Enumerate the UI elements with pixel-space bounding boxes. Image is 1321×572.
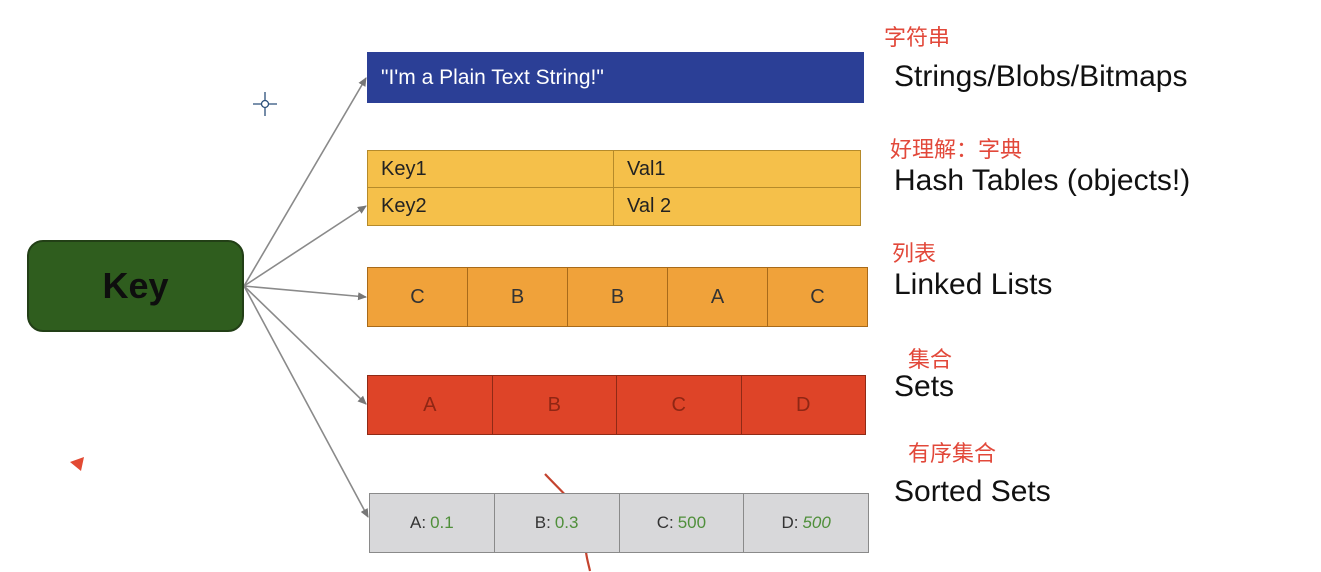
- hash-table: Key1 Val1 Key2 Val 2: [367, 150, 861, 226]
- red-pointer-icon: [70, 457, 84, 471]
- zset-score: 500: [677, 513, 707, 532]
- key-node: Key: [27, 240, 244, 332]
- string-value: "I'm a Plain Text String!": [381, 65, 604, 89]
- list-item: B: [568, 268, 668, 326]
- string-value-box: "I'm a Plain Text String!": [367, 52, 864, 103]
- zset-member: D:: [781, 513, 799, 532]
- list-item: C: [368, 268, 468, 326]
- arrow-to-hash: [243, 205, 367, 287]
- key-label: Key: [102, 265, 169, 306]
- zset-item: A: 0.1: [370, 494, 495, 552]
- list-item: B: [468, 268, 568, 326]
- set-item: D: [796, 393, 811, 416]
- linked-list: C B B A C: [367, 267, 868, 327]
- set-item: B: [493, 376, 617, 434]
- hash-value-cell: Val 2: [627, 195, 672, 217]
- arrow-to-zset: [243, 285, 369, 518]
- hash-value-cell: Val1: [614, 151, 860, 188]
- annotation-strings: 字符串: [884, 26, 951, 51]
- list-item: C: [810, 285, 825, 308]
- zset-item: D: 500: [744, 494, 868, 552]
- zset-item: B: 0.3: [495, 494, 620, 552]
- hash-field-cell: Key1: [368, 151, 614, 188]
- arrow-to-list: [243, 285, 367, 301]
- type-label-strings: Strings/Blobs/Bitmaps: [894, 60, 1188, 93]
- set-item: A: [368, 376, 493, 434]
- zset-member: B:: [534, 513, 551, 532]
- set: A B C D: [367, 375, 866, 435]
- zset-item: C: 500: [620, 494, 745, 552]
- zset-score: 0.3: [554, 513, 579, 532]
- list-item: A: [668, 268, 768, 326]
- type-label-zsets: Sorted Sets: [894, 475, 1051, 508]
- sorted-set: A: 0.1 B: 0.3 C: 500 D: 500: [369, 493, 869, 553]
- type-label-sets: Sets: [894, 370, 955, 403]
- type-label-hash: Hash Tables (objects!): [894, 164, 1191, 197]
- set-item: C: [617, 376, 742, 434]
- annotation-lists: 列表: [892, 242, 937, 267]
- hash-field-cell: Key2: [368, 188, 614, 225]
- crosshair-cursor-icon: [253, 92, 277, 116]
- arrow-to-string: [243, 77, 367, 287]
- annotation-sets: 集合: [908, 348, 953, 373]
- annotation-zsets: 有序集合: [908, 442, 997, 467]
- annotation-hash: 好理解：字典: [890, 138, 1023, 163]
- zset-score: 0.1: [430, 513, 454, 532]
- arrow-to-set: [243, 285, 367, 405]
- zset-score: 500: [802, 513, 831, 532]
- type-label-lists: Linked Lists: [894, 268, 1053, 301]
- zset-member: C:: [656, 513, 674, 532]
- zset-member: A:: [410, 513, 427, 532]
